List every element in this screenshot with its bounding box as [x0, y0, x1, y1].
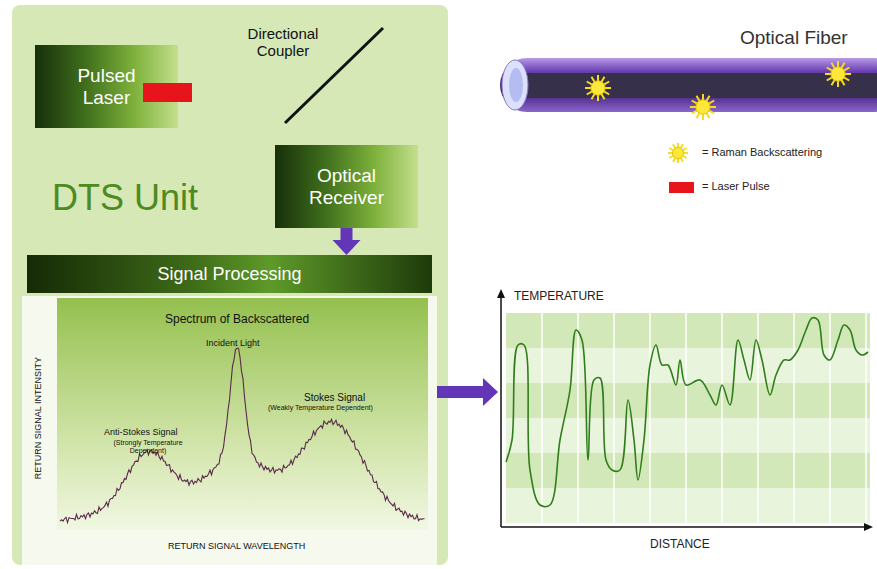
node-text: Optical Receiver: [297, 165, 397, 209]
spectrum-panel: [22, 296, 437, 565]
peak-note: (Weakly Temperature Dependent): [268, 404, 373, 412]
dts-unit-panel: DTS Unit Pulsed LaserOptical ReceiverSign…: [12, 5, 448, 565]
pulsed-laser-box: Pulsed Laser: [35, 45, 178, 128]
spectrum-curve: [60, 348, 425, 522]
node-text: Spectrum of Backscattered: [165, 313, 309, 327]
node-text: DTS Unit: [52, 177, 198, 218]
temperature-chart: [497, 289, 873, 531]
raman-stars: [585, 61, 851, 163]
node-text: Pulsed Laser: [62, 65, 152, 109]
axis-label: RETURN SIGNAL WAVELENGTH: [168, 541, 305, 551]
peak-label: Stokes Signal: [304, 392, 365, 404]
spectrum-panel: Spectrum of Backscattered: [22, 296, 437, 565]
signal-processing-band: Signal Processing: [27, 255, 432, 293]
axis-label: RETURN SIGNAL INTENSITY: [33, 359, 43, 479]
peak-label: Incident Light: [206, 338, 260, 348]
arrow-shaft: [341, 228, 353, 241]
laser-pulse: [143, 83, 192, 102]
raman-star: [585, 75, 611, 101]
flow-arrow: [437, 378, 498, 406]
raman-star: [668, 143, 688, 163]
peak-note: (Strongly Temperature Dependent): [98, 439, 198, 455]
legend-swatch: [669, 182, 694, 193]
coupler-label: Directional Coupler: [236, 25, 330, 60]
temperature-chart: TEMPERATURE DISTANCE: [498, 286, 874, 556]
spectrum-plot: [57, 298, 428, 530]
legend-text: = Laser Pulse: [702, 180, 770, 193]
raman-star: [690, 94, 716, 120]
peak-label: Anti-Stokes Signal: [104, 427, 178, 437]
dts-panel: [12, 5, 448, 565]
fiber-label: Optical Fiber: [740, 27, 848, 49]
node-text: TEMPERATURE: [514, 290, 604, 304]
optical-fiber: [500, 58, 877, 112]
arrow-shaft: [437, 386, 484, 398]
flow-arrow: [333, 228, 361, 255]
arrow-head: [483, 378, 498, 406]
optical-receiver-box: Optical Receiver: [275, 145, 418, 228]
node-text: Signal Processing: [157, 264, 301, 285]
node-text: DISTANCE: [650, 538, 710, 552]
legend-text: = Raman Backscattering: [702, 146, 822, 159]
raman-star: [825, 61, 851, 87]
arrow-head: [333, 240, 361, 255]
